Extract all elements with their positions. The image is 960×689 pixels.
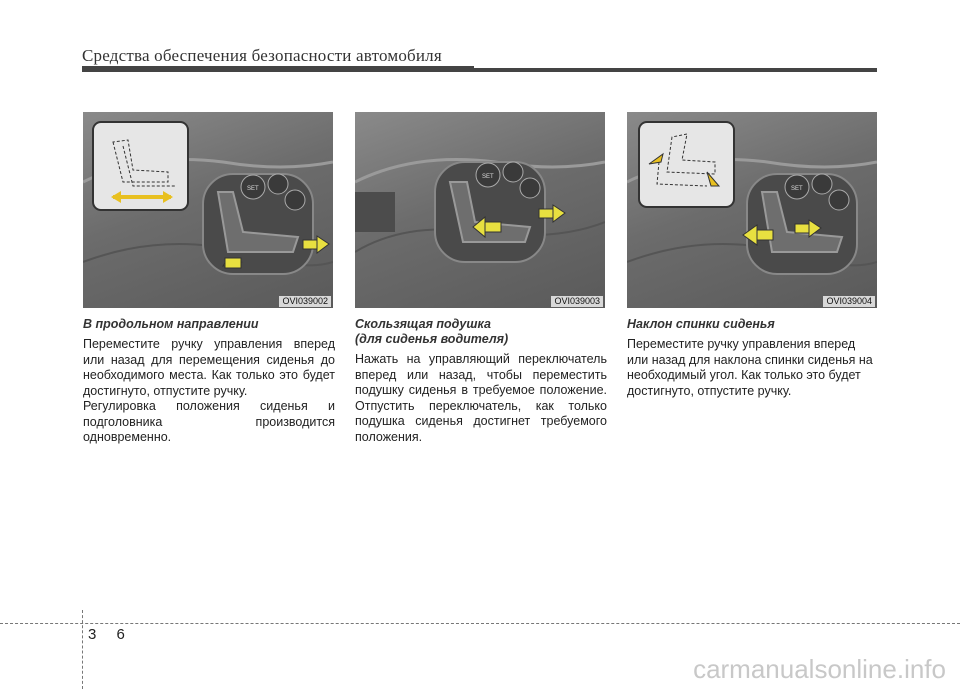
footer-rule (0, 623, 960, 624)
header-rule-thin (82, 66, 474, 68)
set-button-label: SET (482, 174, 494, 180)
seat-door-illustration: SET (627, 121, 877, 275)
figure-code: OVI039004 (823, 296, 875, 307)
arrow-back-icon (756, 229, 774, 241)
column-seatback-recline: SET OVI039004 Наклон спинки сиденья Пере… (627, 112, 879, 399)
paragraph: Переместите ручку управления вперед или … (83, 337, 335, 398)
column-longitudinal: SET OVI039002 В продольном направлении П… (83, 112, 335, 446)
seat-door-illustration: SET (355, 158, 605, 263)
subtitle: Скользящая подушка (для сиденья водителя… (355, 317, 509, 346)
seat-door-illustration: SET (83, 121, 333, 275)
set-button-label: SET (247, 186, 259, 192)
paragraph: Переместите ручку управления вперед или … (627, 337, 873, 398)
footer-margin-line (82, 610, 83, 689)
arrow-back-icon (484, 221, 502, 233)
column-sliding-cushion: SET OVI039003 Скользящая подушка (для си… (355, 112, 607, 445)
arrow-forward-icon (538, 208, 554, 219)
paragraph: Регулировка положения сиденья и подголов… (83, 399, 335, 444)
paragraph: Нажать на управляющий переключатель впер… (355, 352, 607, 444)
section-title: Средства обеспечения безопасности автомо… (82, 46, 442, 65)
figure-seatback-recline: SET OVI039004 (627, 112, 877, 308)
set-button-label: SET (791, 186, 803, 192)
watermark: carmanualsonline.info (693, 654, 946, 684)
body-text: Переместите ручку управления вперед или … (83, 337, 335, 446)
subtitle: Наклон спинки сиденья (627, 317, 775, 331)
inset-detail (638, 121, 735, 208)
body-text: Переместите ручку управления вперед или … (627, 337, 879, 399)
figure-longitudinal: SET OVI039002 (83, 112, 333, 308)
subtitle: В продольном направлении (83, 317, 259, 331)
figure-sliding-cushion: SET OVI039003 (355, 112, 605, 308)
page-number: 3 6 (88, 626, 133, 643)
inset-detail (92, 121, 189, 211)
figure-code: OVI039003 (551, 296, 603, 307)
header-rule (82, 68, 877, 72)
arrow-back-icon (224, 257, 242, 269)
arrow-forward-icon (302, 239, 318, 250)
body-text: Нажать на управляющий переключатель впер… (355, 352, 607, 445)
arrow-forward-icon (794, 223, 810, 234)
figure-code: OVI039002 (279, 296, 331, 307)
